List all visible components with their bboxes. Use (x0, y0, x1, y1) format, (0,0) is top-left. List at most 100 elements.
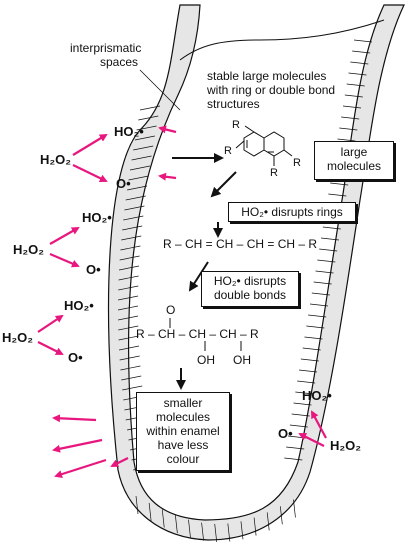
prism-line (320, 237, 340, 241)
o-label-4: O• (278, 426, 293, 441)
prism-line (317, 259, 336, 263)
oh-2: OH (233, 353, 251, 367)
colour-exit-arrow-4 (110, 457, 129, 467)
smaller-line-2: molecules (155, 410, 211, 424)
prism-line (139, 105, 161, 111)
large-molecules-line-2: molecules (326, 159, 382, 173)
prism-line (322, 226, 341, 230)
prism-line (118, 335, 139, 341)
disrupts-rings-text: HO₂• disrupts rings (241, 205, 343, 219)
h2o2-label-3: H₂O₂ (2, 330, 33, 345)
prism-line (304, 336, 323, 340)
prism-line (352, 50, 371, 54)
ring-r-1: R (232, 119, 240, 131)
prism-line (148, 502, 152, 522)
ring-r-3: R (293, 157, 301, 169)
colour-exit-arrow-2 (52, 438, 103, 453)
enamel-layer (107, 4, 405, 541)
prism-line (344, 94, 363, 98)
stable-molecules-label: stable large molecules with ring or doub… (206, 69, 338, 111)
prism-line (161, 509, 165, 528)
prism-line (125, 195, 146, 201)
prism-line (342, 105, 362, 109)
ho2-label-3: HO₂• (64, 298, 94, 313)
ho2-entering-arrow-1 (158, 125, 177, 134)
prism-line (227, 523, 231, 542)
prism-line (341, 116, 360, 120)
prism-line (302, 347, 321, 351)
prism-line (353, 39, 373, 43)
o-label-2: O• (86, 262, 101, 277)
prism-line (253, 517, 257, 536)
prism-line (117, 295, 139, 301)
prism-line (117, 315, 139, 321)
colour-exit-arrow-3 (54, 458, 107, 478)
prism-line (134, 135, 155, 141)
h2o2-to-o-arrow-4 (298, 433, 325, 447)
prism-line (120, 245, 141, 251)
oh-1: OH (197, 353, 215, 367)
prism-line (201, 522, 204, 541)
h2o2-to-o-arrow-2 (49, 252, 80, 268)
prism-line (266, 512, 270, 531)
prism-line (122, 385, 143, 391)
disrupts-double-bonds-box: HO₂• disrupts double bonds (201, 271, 299, 307)
prism-line (300, 358, 319, 362)
prism-line (313, 281, 332, 285)
polyene-chain: R – CH = CH – CH = CH – R (163, 237, 317, 251)
prism-line (279, 506, 283, 525)
h2o2-to-ho2-arrow-3 (37, 314, 64, 333)
prism-line (123, 215, 144, 221)
arrow-to-alcohol (188, 261, 209, 292)
large-molecules-line-1: large (340, 145, 368, 159)
prism-line (119, 265, 140, 271)
prism-line (350, 61, 369, 65)
prism-line (293, 402, 312, 406)
ho2-label-4: HO₂• (302, 388, 332, 403)
prism-line (289, 424, 308, 428)
ho2-label-1: HO₂• (114, 124, 144, 139)
prism-line (214, 523, 218, 542)
interprismatic-label: interprismatic spaces (70, 41, 145, 69)
disrupts-double-line-2: double bonds (213, 288, 287, 302)
prism-line (297, 380, 316, 384)
prism-line (118, 275, 139, 281)
o-entering-arrow-1 (158, 172, 177, 181)
prism-line (188, 519, 191, 538)
prism-line (117, 305, 139, 311)
prism-line (337, 138, 356, 142)
prism-line (128, 175, 149, 181)
prism-line (298, 369, 318, 373)
prism-line (284, 457, 303, 461)
prism-line (319, 248, 338, 252)
ring-structure (235, 125, 293, 166)
h2o2-label-4: H₂O₂ (330, 438, 361, 453)
prism-line (135, 495, 139, 515)
prism-line (124, 205, 145, 211)
disrupts-double-line-1: HO₂• disrupts (213, 274, 287, 288)
prism-line (291, 413, 310, 417)
h2o2-label-2: H₂O₂ (13, 242, 44, 257)
prism-line (328, 193, 347, 197)
dentine-line (179, 19, 385, 61)
prism-line (138, 115, 159, 121)
prism-line (129, 165, 151, 171)
smaller-line-5: colour (166, 452, 200, 466)
o-label-1: O• (116, 176, 131, 191)
smaller-molecules-box: smaller molecules within enamel have les… (136, 392, 230, 471)
prism-line (293, 499, 296, 518)
prism-line (133, 145, 154, 151)
interprismatic-leader (139, 69, 181, 111)
prism-line (315, 270, 334, 274)
ring-r-2: R (224, 145, 232, 157)
prism-line (121, 235, 142, 241)
prism-line (119, 255, 140, 261)
alcohol-chain: R – CH – CH – CH – R (136, 327, 259, 341)
prism-line (295, 391, 314, 395)
prism-line (118, 285, 139, 291)
arrow-to-disrupt-rings (210, 171, 237, 198)
prism-line (121, 375, 142, 381)
prism-line (308, 314, 327, 318)
